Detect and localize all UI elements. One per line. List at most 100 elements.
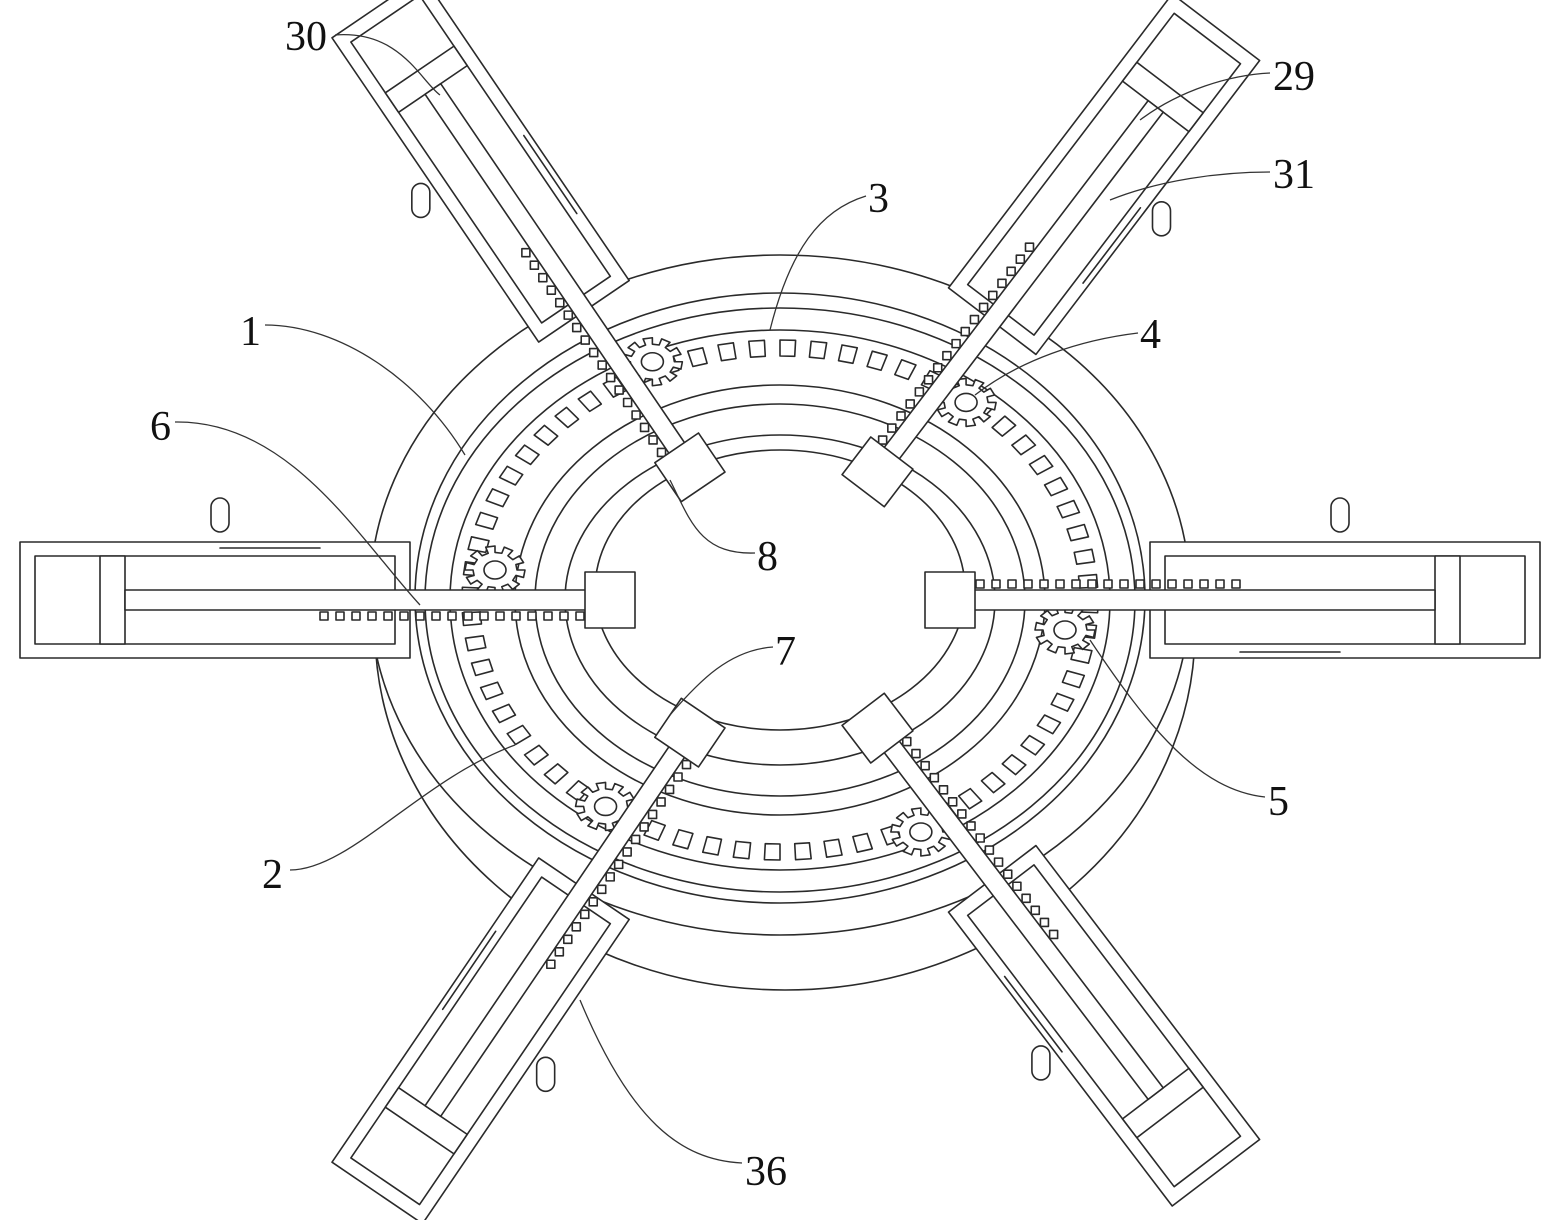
rack-tooth (1006, 266, 1016, 277)
rack-tooth (630, 834, 641, 845)
rack-tooth (588, 897, 599, 907)
ring-gear-tooth (779, 339, 797, 358)
rack-tooth (529, 260, 540, 270)
rack-tooth (681, 759, 692, 770)
rack-tooth (1055, 579, 1065, 589)
rack-tooth (1167, 579, 1177, 589)
rack-tooth (1039, 579, 1049, 589)
mounting-peg (535, 1056, 556, 1093)
rack-tooth (942, 350, 952, 361)
leader-36 (579, 999, 743, 1164)
rack-tooth (554, 297, 565, 308)
ring-gear-tooth (991, 415, 1017, 437)
rack-tooth (911, 748, 921, 759)
mounting-peg (210, 497, 230, 533)
ring-gear-tooth (793, 842, 812, 861)
center-plate (594, 449, 966, 731)
ring-gear-tooth (717, 342, 737, 362)
rack-tooth (575, 611, 585, 621)
rack-tooth (431, 611, 441, 621)
leader-7 (669, 646, 774, 716)
arm-channel (1164, 555, 1526, 645)
arms (19, 0, 1541, 1220)
rack-tooth (978, 302, 989, 313)
rack-tooth (984, 845, 995, 855)
piston-block (1121, 1067, 1204, 1139)
rack-tooth (656, 447, 667, 458)
arm (841, 0, 1261, 508)
ring-gear-tooth (1011, 434, 1037, 456)
piston-block (384, 1086, 469, 1155)
rack-tooth (495, 611, 505, 621)
rack-tooth (367, 611, 377, 621)
ring-gear-tooth (732, 840, 752, 860)
rack-tooth (1023, 579, 1033, 589)
leader-29 (1139, 72, 1271, 121)
label-4: 4 (1140, 312, 1161, 358)
pinion-hub (593, 796, 618, 817)
ring-gear-tooth (837, 344, 859, 365)
rack-tooth (579, 909, 590, 920)
mounting-peg (411, 182, 431, 219)
clamp-block (584, 571, 636, 629)
rack-tooth (383, 611, 393, 621)
rack-tooth (1048, 929, 1059, 940)
arm (841, 692, 1261, 1207)
rack-tooth (554, 946, 565, 957)
rack-tooth (614, 385, 624, 395)
rack-tooth (521, 247, 531, 258)
arm-channel (966, 864, 1242, 1188)
rack-tooth (1231, 579, 1241, 589)
ring-gear-tooth (701, 835, 723, 856)
arm (19, 497, 636, 659)
leader-2 (289, 744, 516, 871)
ring-gear-tooth (506, 724, 532, 746)
ring-gear-tooth (808, 340, 828, 360)
rack-tooth (580, 335, 591, 345)
rack-tooth (966, 821, 976, 831)
rack-tooth (975, 579, 985, 589)
arm (331, 0, 726, 503)
label-36: 36 (745, 1149, 787, 1195)
ring-gear-tooth (1070, 646, 1093, 664)
rack-tooth (1135, 579, 1145, 589)
ring-gear-tooth (554, 406, 580, 429)
ring-gear-tooth (1061, 670, 1086, 689)
rack-tooth (1071, 579, 1081, 589)
leader-31 (1109, 171, 1271, 201)
rack-tooth (938, 784, 949, 795)
pinion-hub (483, 560, 507, 580)
ring-gear-tooth (894, 358, 917, 381)
piston-block (99, 555, 126, 645)
pinion-gear (1034, 605, 1096, 655)
rack-tooth (1183, 579, 1193, 589)
leader-30 (334, 34, 441, 96)
rack-tooth (960, 326, 971, 337)
rack-tooth (559, 611, 569, 621)
label-3: 3 (868, 176, 889, 222)
rack-tooth (605, 372, 616, 383)
clamp-block (841, 436, 914, 508)
ring-gear-tooth (763, 842, 781, 861)
rack-tooth (1119, 579, 1129, 589)
ring-gear-tooth (577, 390, 603, 413)
rack-tooth (991, 579, 1001, 589)
rack-tooth (596, 884, 607, 895)
rack-tooth (993, 857, 1004, 867)
ring-gear-tooth (1073, 548, 1096, 565)
ring-gear-tooth (686, 346, 708, 368)
rack-tooth (415, 611, 425, 621)
ring-gear-tooth (565, 779, 591, 802)
rack-tooth (546, 959, 556, 970)
rack-tooth (1199, 579, 1209, 589)
rack-tooth (648, 435, 658, 445)
rack-tooth (399, 611, 409, 621)
rack-bar (124, 589, 621, 611)
arm (924, 497, 1541, 659)
ring-gear-tooth (485, 488, 510, 508)
rack-tooth (562, 934, 573, 945)
ring-gear-tooth (491, 703, 517, 724)
ring-gear-tooth (543, 763, 569, 785)
rack-bar (939, 589, 1436, 611)
